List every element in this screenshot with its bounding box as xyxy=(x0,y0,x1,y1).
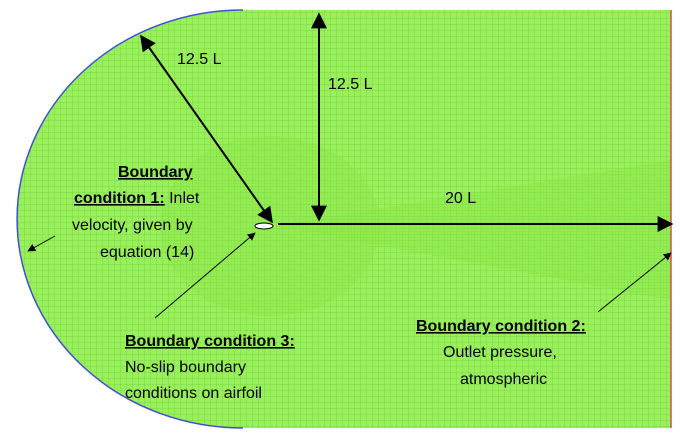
bc1-label: Boundary condition 1: Inlet velocity, gi… xyxy=(72,164,200,261)
bc1-arrow xyxy=(27,235,56,252)
radius-arrow xyxy=(140,34,273,224)
bc1-line2: velocity, given by xyxy=(72,217,193,234)
radius-label: 12.5 L xyxy=(177,51,222,68)
bc3-line1: No-slip boundary xyxy=(125,359,246,376)
bc3-title: Boundary condition 3: xyxy=(125,333,295,350)
bc1-line1-rest: Inlet xyxy=(165,190,200,207)
inlet-boundary-edge xyxy=(16,9,244,429)
airfoil xyxy=(254,222,274,230)
bc1-line3: equation (14) xyxy=(100,244,194,261)
bc2-line1: Outlet pressure, xyxy=(443,344,557,361)
bc3-label: Boundary condition 3: No-slip boundary c… xyxy=(125,333,295,402)
bc1-line1: condition 1: Inlet xyxy=(74,190,200,207)
bc2-line2: atmospheric xyxy=(460,371,547,388)
wake-refinement xyxy=(275,160,671,300)
bc2-label: Boundary condition 2: Outlet pressure, a… xyxy=(416,318,586,388)
bc2-title: Boundary condition 2: xyxy=(416,318,586,335)
height-label: 12.5 L xyxy=(328,76,373,93)
bc2-arrow xyxy=(597,252,672,313)
bc1-title: Boundary xyxy=(118,164,193,181)
bc3-arrow xyxy=(154,232,256,319)
bc1-title2: condition 1: xyxy=(74,190,165,207)
length-label: 20 L xyxy=(445,190,476,207)
bc3-line2: conditions on airfoil xyxy=(125,385,262,402)
